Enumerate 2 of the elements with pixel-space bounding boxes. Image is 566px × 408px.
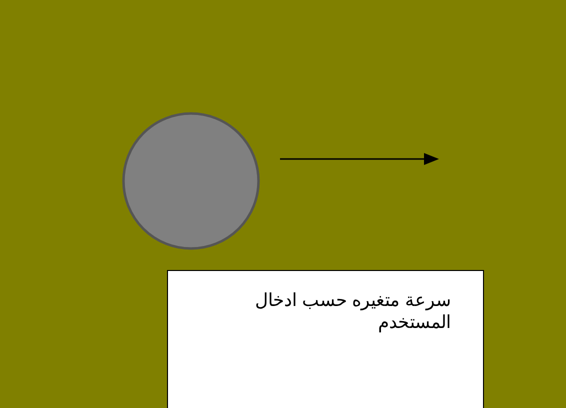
- text-box: [167, 270, 484, 408]
- note-text: سرعة متغيره حسب ادخال المستخدم: [254, 289, 451, 333]
